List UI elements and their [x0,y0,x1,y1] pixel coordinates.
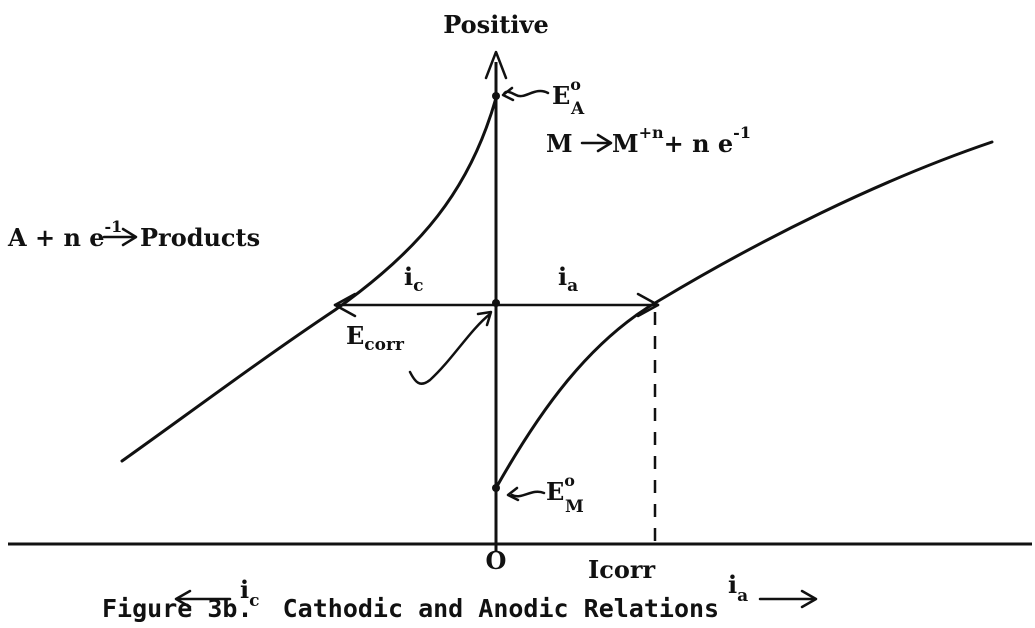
bottom-ic-sub: c [249,591,259,611]
em-pointer-head [506,486,520,502]
left-reaction-prefix: A + n e [7,223,105,252]
right-reaction-lhs: M [546,129,573,158]
ea-pointer [502,89,550,98]
bottom-ia-label: ia [728,570,748,606]
em-sup: o [564,471,575,490]
ia-letter: i [558,262,567,291]
bottom-ia-sub: a [737,586,748,606]
ea-letter: E [552,81,570,110]
ea-sub: A [570,99,585,119]
ia-direction-arrowhead [800,589,818,609]
ia-sub: a [567,276,578,296]
ecorr-pointer-head [476,310,493,327]
ia-label: ia [558,262,578,296]
em-letter: E [546,477,564,506]
right-reaction-rhs: M+n+ n e-1 [612,123,751,158]
bottom-ic-letter: i [240,575,249,604]
bottom-ic-label: ic [240,575,259,611]
left-reaction-sup: -1 [105,217,123,236]
cathodic-curve [120,96,498,463]
ecorr-letter: E [346,321,364,350]
ecorr-pointer [408,312,492,385]
icorr-label: Icorr [588,555,655,584]
ic-label: ic [404,262,423,296]
ea-sup: o [570,75,581,94]
ea-point [492,92,500,100]
ia-arrowhead [636,292,660,318]
left-reaction-lhs: A + n e-1 [7,217,122,252]
ic-letter: i [404,262,413,291]
positive-label: Positive [443,10,548,39]
right-reaction-product: M [612,129,639,158]
ea-pointer-head [501,86,515,102]
right-reaction-tail-sup: -1 [733,123,751,142]
right-reaction-arrowhead [596,133,613,153]
ecorr-sub: corr [364,335,405,355]
ic-direction-arrowhead [174,589,192,609]
vertical-axis-arrowhead [484,50,508,80]
ecorr-label: Ecorr [346,321,405,355]
ic-sub: c [413,276,423,296]
left-reaction-products: Products [140,223,260,252]
origin-label: O [486,546,507,575]
figure-caption: Figure 3b. Cathodic and Anodic Relations [102,594,719,623]
left-reaction-arrowhead [121,227,138,247]
em-pointer [510,490,546,498]
ic-arrowhead [333,292,357,318]
right-reaction-tail: + n e [664,129,734,158]
anodic-curve [494,140,994,490]
right-reaction-product-sup: +n [639,123,664,142]
em-sub: M [565,497,584,517]
em-point [492,484,500,492]
bottom-ia-letter: i [728,570,737,599]
